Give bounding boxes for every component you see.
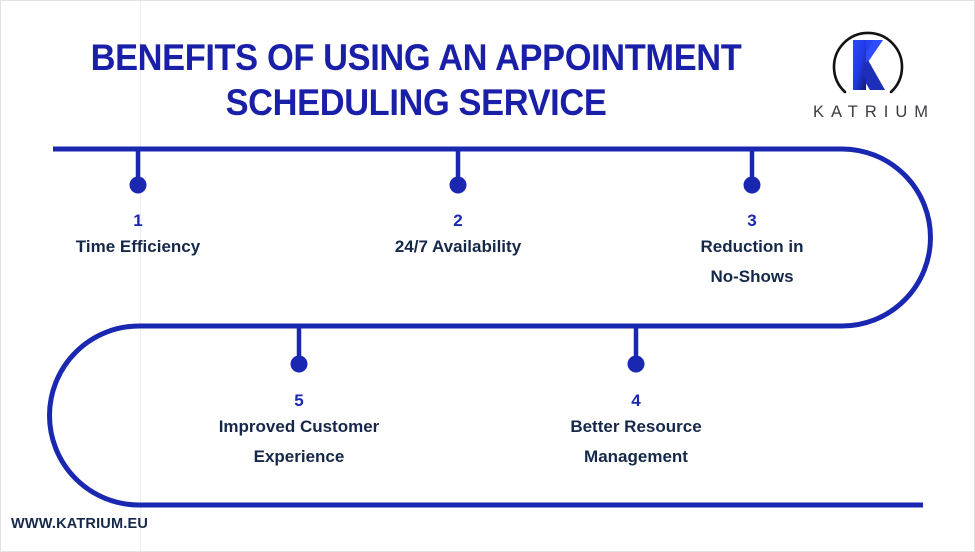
item-2-label: 24/7 Availability	[394, 237, 522, 256]
slide-guide-line	[140, 1, 141, 551]
item-1-label: Time Efficiency	[75, 237, 201, 256]
item-4-label: Better Resource Management	[570, 417, 702, 466]
title-line-2: SCHEDULING SERVICE	[225, 82, 607, 123]
item-3-number: 3	[747, 211, 757, 230]
item-5-number: 5	[294, 391, 304, 410]
timeline-item-3: 3 Reduction in No-Shows	[652, 210, 852, 292]
footer-website-url: WWW.KATRIUM.EU	[11, 516, 149, 532]
item-2-number: 2	[453, 211, 463, 230]
timeline-item-1: 1 Time Efficiency	[38, 210, 238, 262]
katrium-k-circle-icon	[821, 23, 917, 99]
title-line-1: BENEFITS OF USING AN APPOINTMENT	[90, 37, 742, 78]
item-5-label: Improved Customer Experience	[218, 417, 380, 466]
item-1-number: 1	[133, 211, 143, 230]
item-4-number: 4	[631, 391, 641, 410]
timeline-item-5: 5 Improved Customer Experience	[174, 390, 424, 472]
item-3-label: Reduction in No-Shows	[700, 237, 804, 286]
page-title: BENEFITS OF USING AN APPOINTMENT SCHEDUL…	[31, 35, 801, 125]
timeline-item-2: 2 24/7 Availability	[358, 210, 558, 262]
timeline-item-4: 4 Better Resource Management	[511, 390, 761, 472]
katrium-logo: KATRIUM	[783, 23, 958, 128]
logo-wordmark: KATRIUM	[812, 103, 936, 121]
